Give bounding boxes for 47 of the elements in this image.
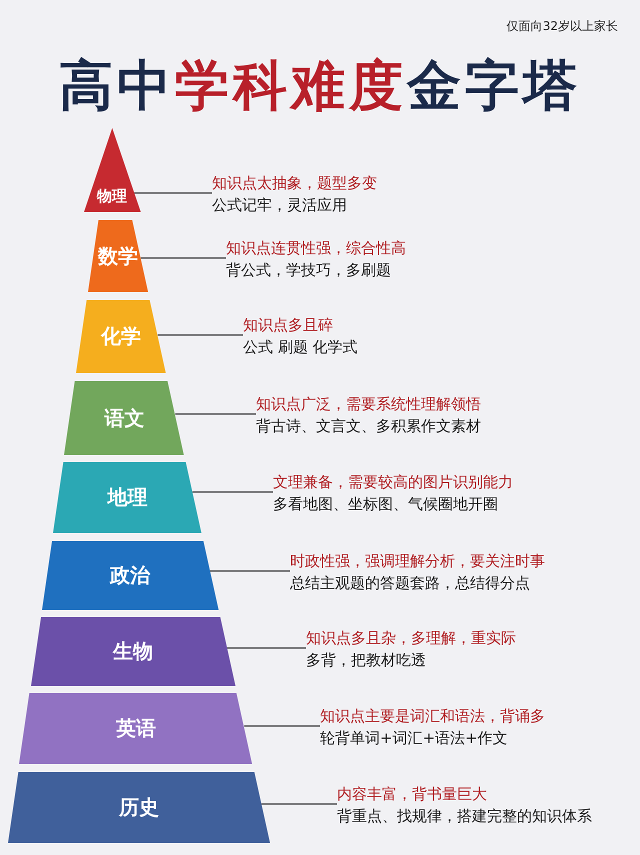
leader-line	[192, 491, 273, 493]
pyramid-layer	[76, 300, 166, 373]
difficulty-text: 知识点多且碎	[243, 315, 334, 336]
subject-name: 生物	[113, 638, 154, 665]
leader-line	[158, 334, 243, 336]
subject-name: 数学	[98, 242, 138, 270]
difficulty-text: 知识点广泛，需要系统性理解领悟	[256, 394, 482, 415]
tip-text: 背公式，学技巧，多刷题	[226, 260, 392, 281]
tip-text: 总结主观题的答题套路，总结得分点	[290, 573, 531, 594]
tip-text: 背重点、找规律，搭建完整的知识体系	[337, 806, 593, 827]
difficulty-text: 知识点太抽象，题型多变	[212, 173, 378, 194]
pyramid-layer	[42, 541, 218, 610]
pyramid-layer	[64, 381, 184, 455]
tip-text: 公式 刷题 化学式	[243, 337, 359, 358]
tip-text: 公式记牢，灵活应用	[212, 195, 348, 216]
difficulty-text: 文理兼备，需要较高的图片识别能力	[273, 472, 514, 493]
tip-text: 多背，把教材吃透	[306, 650, 427, 671]
tip-text: 多看地图、坐标图、气候圈地开圈	[273, 494, 499, 515]
difficulty-text: 内容丰富，背书量巨大	[337, 784, 488, 805]
audience-note: 仅面向32岁以上家长	[506, 18, 618, 35]
difficulty-text: 时政性强，强调理解分析，要关注时事	[290, 551, 546, 572]
leader-line	[261, 803, 337, 805]
tip-text: 背古诗、文言文、多积累作文素材	[256, 416, 482, 437]
difficulty-text: 知识点连贯性强，综合性高	[226, 238, 407, 259]
pyramid-layer	[53, 462, 202, 533]
leader-line	[175, 413, 256, 415]
pyramid-tip	[84, 128, 141, 212]
pyramid-layer	[19, 693, 253, 764]
page-title: 高中学科难度金字塔	[58, 53, 582, 119]
leader-line	[140, 257, 226, 259]
difficulty-text: 知识点主要是词汇和语法，背诵多	[320, 706, 546, 727]
pyramid-layer	[88, 220, 148, 292]
subject-name: 物理	[97, 187, 128, 206]
pyramid-layer	[30, 617, 236, 686]
leader-line	[134, 192, 212, 194]
difficulty-text: 知识点多且杂，多理解，重实际	[306, 628, 517, 649]
tip-text: 轮背单词+词汇+语法+作文	[320, 728, 509, 749]
pyramid-layer	[8, 772, 270, 843]
leader-line	[210, 570, 290, 572]
subject-name: 语文	[104, 404, 144, 432]
subject-name: 地理	[107, 484, 148, 511]
subject-name: 英语	[116, 715, 156, 742]
leader-line	[244, 725, 320, 727]
subject-name: 历史	[118, 794, 159, 821]
subject-name: 化学	[101, 323, 142, 350]
leader-line	[226, 647, 306, 649]
subject-name: 政治	[110, 562, 150, 589]
